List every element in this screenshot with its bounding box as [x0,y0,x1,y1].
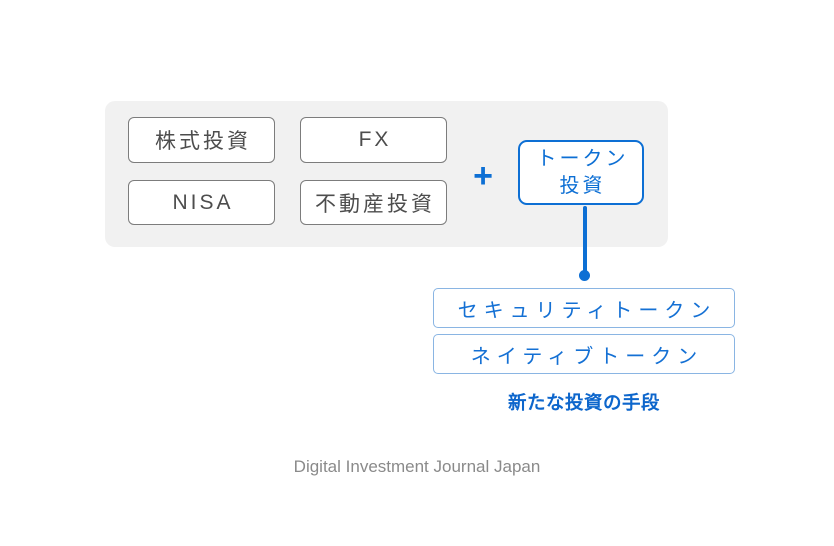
connector-dot [579,270,590,281]
token-investment-label-line1: トークン [536,147,629,170]
token-type-box-native: ネイティブトークン [433,334,735,374]
investment-box-realestate-label: 不動産投資 [315,192,435,216]
investment-box-fx-label: FX [358,128,392,151]
token-type-native-label: ネイティブトークン [470,345,704,368]
investment-box-fx: FX [300,117,447,163]
footer-credit: Digital Investment Journal Japan [293,457,541,476]
investment-box-stocks-label: 株式投資 [155,130,251,153]
investment-box-nisa-label: NISA [172,190,234,214]
caption-text: 新たな投資の手段 [507,392,660,413]
investment-box-stocks: 株式投資 [128,117,275,163]
plus-icon: + [473,157,493,195]
investment-box-nisa: NISA [128,180,275,225]
investment-box-realestate: 不動産投資 [300,180,447,225]
token-type-security-label: セキュリティトークン [457,299,717,322]
token-investment-label-line2: 投資 [559,174,606,197]
token-type-box-security: セキュリティトークン [433,288,735,328]
token-investment-box: トークン 投資 [518,140,644,205]
connector-line [583,206,587,272]
